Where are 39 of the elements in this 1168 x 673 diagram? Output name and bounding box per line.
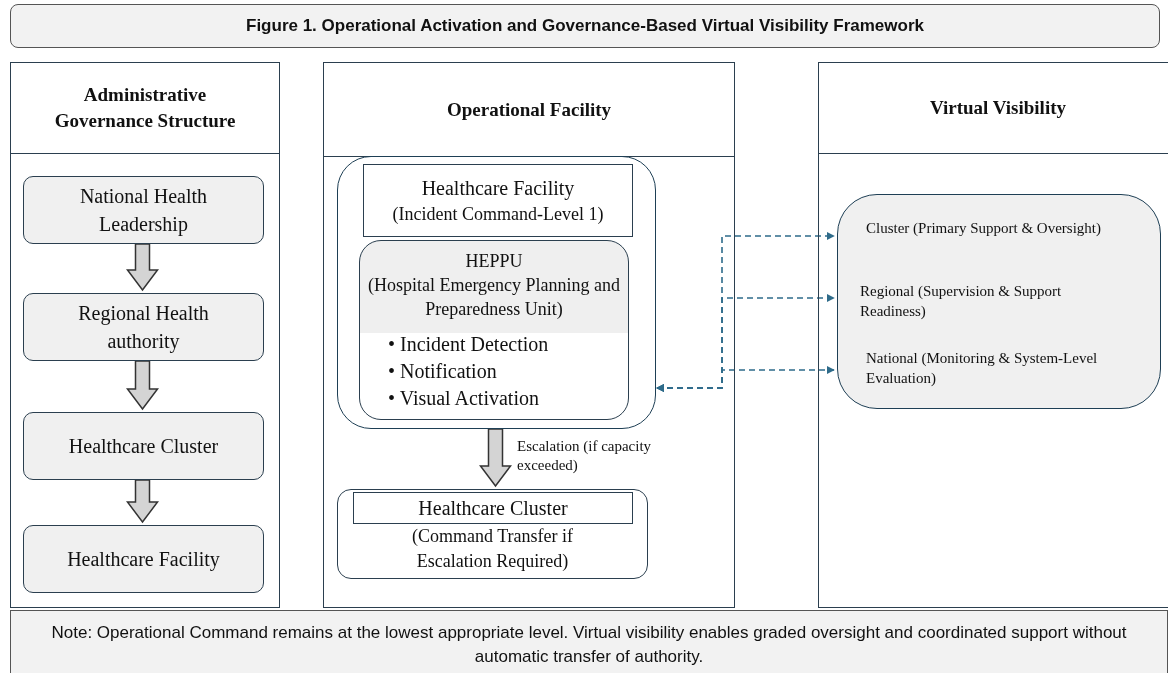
box-label: Regional Health authority bbox=[77, 301, 210, 355]
level-label: Cluster (Primary Support & Oversight) bbox=[866, 218, 1126, 260]
process-box bbox=[23, 176, 264, 244]
dashed-arrow bbox=[656, 366, 835, 392]
block-arrow bbox=[126, 479, 159, 524]
column-panel bbox=[818, 62, 1168, 608]
column-heading: Administrative Governance Structure bbox=[53, 83, 237, 133]
box-heading: HEPPU bbox=[464, 250, 524, 273]
column-panel bbox=[10, 62, 280, 608]
level-label: Regional (Supervision & Support Readiness) bbox=[860, 281, 1130, 323]
rounded-box bbox=[837, 194, 1161, 409]
column-panel bbox=[323, 62, 735, 608]
process-box bbox=[337, 489, 648, 579]
process-box bbox=[353, 492, 633, 524]
process-box bbox=[23, 293, 264, 361]
bullet-item: • Notification bbox=[388, 359, 498, 384]
box-label: Healthcare Cluster bbox=[67, 434, 220, 459]
bullet-item: • Incident Detection bbox=[388, 332, 550, 357]
box-label: (Command Transfer if Escalation Required) bbox=[411, 525, 574, 573]
box-label: National Health Leadership bbox=[78, 184, 209, 238]
rounded-box bbox=[337, 156, 656, 429]
level-label: National (Monitoring & System-Level Evaluation) bbox=[866, 348, 1156, 390]
box-subtitle: (Incident Command-Level 1) bbox=[391, 202, 605, 226]
box-label: Healthcare Facility bbox=[66, 547, 221, 573]
process-box bbox=[23, 525, 264, 593]
block-arrow bbox=[479, 428, 512, 488]
block-arrow bbox=[126, 243, 159, 292]
box-label: Healthcare Facility bbox=[420, 175, 576, 201]
note-text: Note: Operational Command remains at the lowest appropriate level. Virtual visibility enables graded oversight and coordinated support without automatic transfer of authority. bbox=[10, 610, 1168, 673]
figure-title: Figure 1. Operational Activation and Governance-Based Virtual Visibility Framework bbox=[10, 4, 1160, 48]
column-heading: Virtual Visibility bbox=[929, 96, 1067, 120]
bullet-item: • Visual Activation bbox=[388, 386, 540, 411]
process-box bbox=[23, 412, 264, 480]
block-arrow bbox=[126, 360, 159, 411]
box-subtitle: (Hospital Emergency Planning and Preparedness Unit) bbox=[366, 274, 622, 321]
process-box bbox=[363, 164, 633, 237]
box-label: Healthcare Cluster bbox=[417, 496, 569, 521]
column-heading: Operational Facility bbox=[445, 97, 613, 122]
unit-box bbox=[359, 240, 629, 420]
